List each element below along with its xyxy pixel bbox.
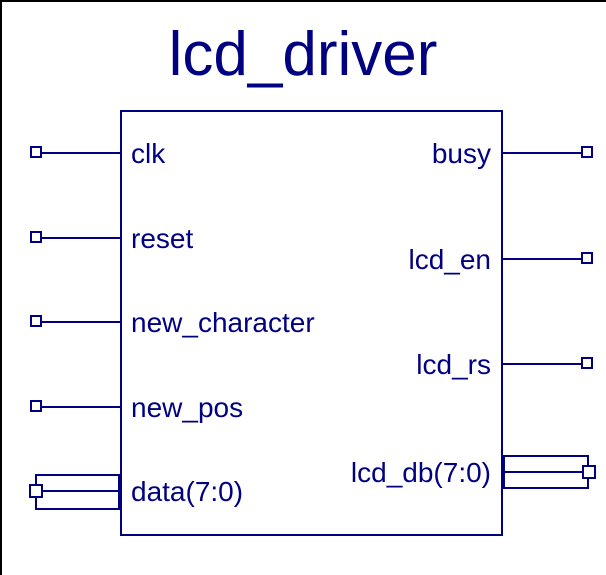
- component-body-outline: [120, 110, 503, 536]
- port-label-busy: busy: [432, 138, 491, 169]
- pin-marker-reset[interactable]: [30, 231, 42, 243]
- image-frame-left: [0, 0, 2, 575]
- pin-marker-lcd_en[interactable]: [581, 252, 593, 264]
- pin-marker-busy[interactable]: [581, 146, 593, 158]
- ports-layer: clk reset new_character new_pos data(7:0) bus…: [29, 138, 596, 510]
- port-label-data: data(7:0): [131, 476, 243, 507]
- port-label-reset: reset: [131, 223, 193, 254]
- port-label-lcd_rs: lcd_rs: [416, 349, 491, 380]
- port-clk[interactable]: clk: [30, 138, 166, 169]
- pin-marker-lcd_rs[interactable]: [581, 357, 593, 369]
- port-busy[interactable]: busy: [432, 138, 593, 169]
- port-label-lcd_db: lcd_db(7:0): [351, 457, 491, 488]
- port-lcd_en[interactable]: lcd_en: [408, 244, 593, 275]
- port-new_character[interactable]: new_character: [30, 307, 315, 338]
- pin-marker-lcd_db[interactable]: [582, 465, 596, 479]
- pin-marker-clk[interactable]: [30, 146, 42, 158]
- pin-marker-data[interactable]: [29, 484, 43, 498]
- component-title: lcd_driver: [169, 20, 438, 89]
- pin-marker-new_pos[interactable]: [30, 400, 42, 412]
- pin-marker-new_character[interactable]: [30, 315, 42, 327]
- port-label-clk: clk: [131, 138, 166, 169]
- port-new_pos[interactable]: new_pos: [30, 392, 243, 423]
- port-lcd_rs[interactable]: lcd_rs: [416, 349, 593, 380]
- port-lcd_db[interactable]: lcd_db(7:0): [351, 455, 596, 489]
- port-label-new_pos: new_pos: [131, 392, 243, 423]
- port-label-new_character: new_character: [131, 307, 315, 338]
- port-reset[interactable]: reset: [30, 223, 193, 254]
- port-label-lcd_en: lcd_en: [408, 244, 491, 275]
- image-frame-top: [0, 0, 606, 2]
- port-data[interactable]: data(7:0): [29, 474, 243, 510]
